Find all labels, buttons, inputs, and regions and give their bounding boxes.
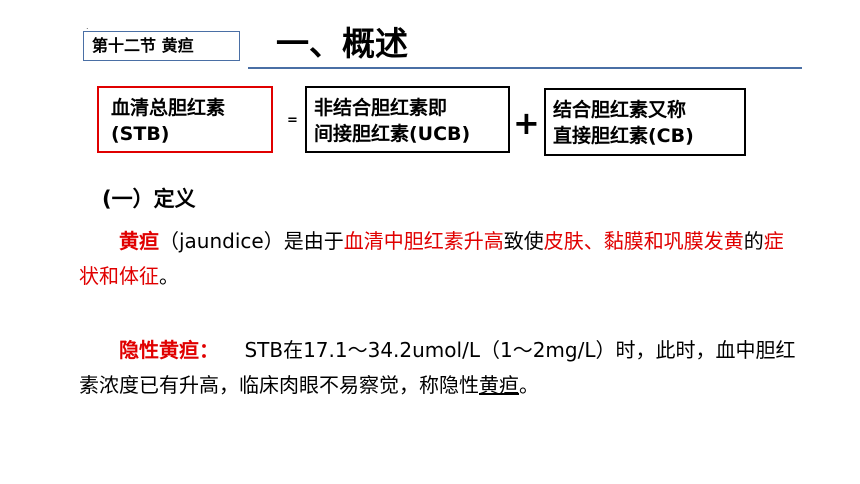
definition-highlight-3: 症状和体征 [79, 229, 784, 288]
definition-heading: (一）定义 [102, 187, 196, 211]
latent-jaundice-paragraph: 隐性黄疸： STB在17.1～34.2umol/L（1～2mg/L）时，此时，血… [79, 333, 809, 403]
definition-paragraph: 黄疸（jaundice）是由于血清中胆红素升高致使皮肤、黏膜和巩膜发黄的症状和体… [79, 224, 799, 294]
definition-text-3: 的 [743, 229, 764, 253]
definition-text-4: 。 [159, 264, 179, 288]
latent-text-1: STB在17.1～34.2umol/L（1～2mg/L）时，此时，血中胆红素浓度… [79, 338, 796, 397]
stb-line1: 血清总胆红素 [111, 97, 226, 119]
ucb-line2: 间接胆红素(UCB) [314, 123, 471, 145]
definition-highlight-2: 皮肤、黏膜和巩膜发黄 [543, 229, 744, 253]
section-tag: 第十二节 黄疸 [83, 31, 240, 61]
cb-line1: 结合胆红素又称 [553, 99, 687, 121]
latent-underlined: 黄疸 [479, 373, 519, 397]
page-title: 一、概述 [276, 24, 408, 63]
latent-text-2: 。 [519, 373, 539, 397]
definition-highlight-1: 血清中胆红素升高 [343, 229, 504, 253]
latent-term: 隐性黄疸： [119, 338, 219, 362]
stb-box: 血清总胆红素 (STB) [97, 86, 273, 153]
title-underline [248, 67, 802, 69]
stb-line2: (STB) [111, 123, 170, 145]
ucb-line1: 非结合胆红素即 [314, 97, 448, 119]
cb-box: 结合胆红素又称 直接胆红素(CB) [544, 88, 746, 156]
cb-line2: 直接胆红素(CB) [553, 125, 694, 147]
corner-dot: . [86, 22, 89, 31]
definition-text-1: （jaundice）是由于 [159, 229, 344, 253]
equals-sign: = [287, 113, 298, 128]
ucb-box: 非结合胆红素即 间接胆红素(UCB) [305, 86, 510, 153]
definition-text-2: 致使 [503, 229, 544, 253]
definition-term: 黄疸 [119, 229, 159, 253]
plus-sign: + [513, 104, 540, 142]
